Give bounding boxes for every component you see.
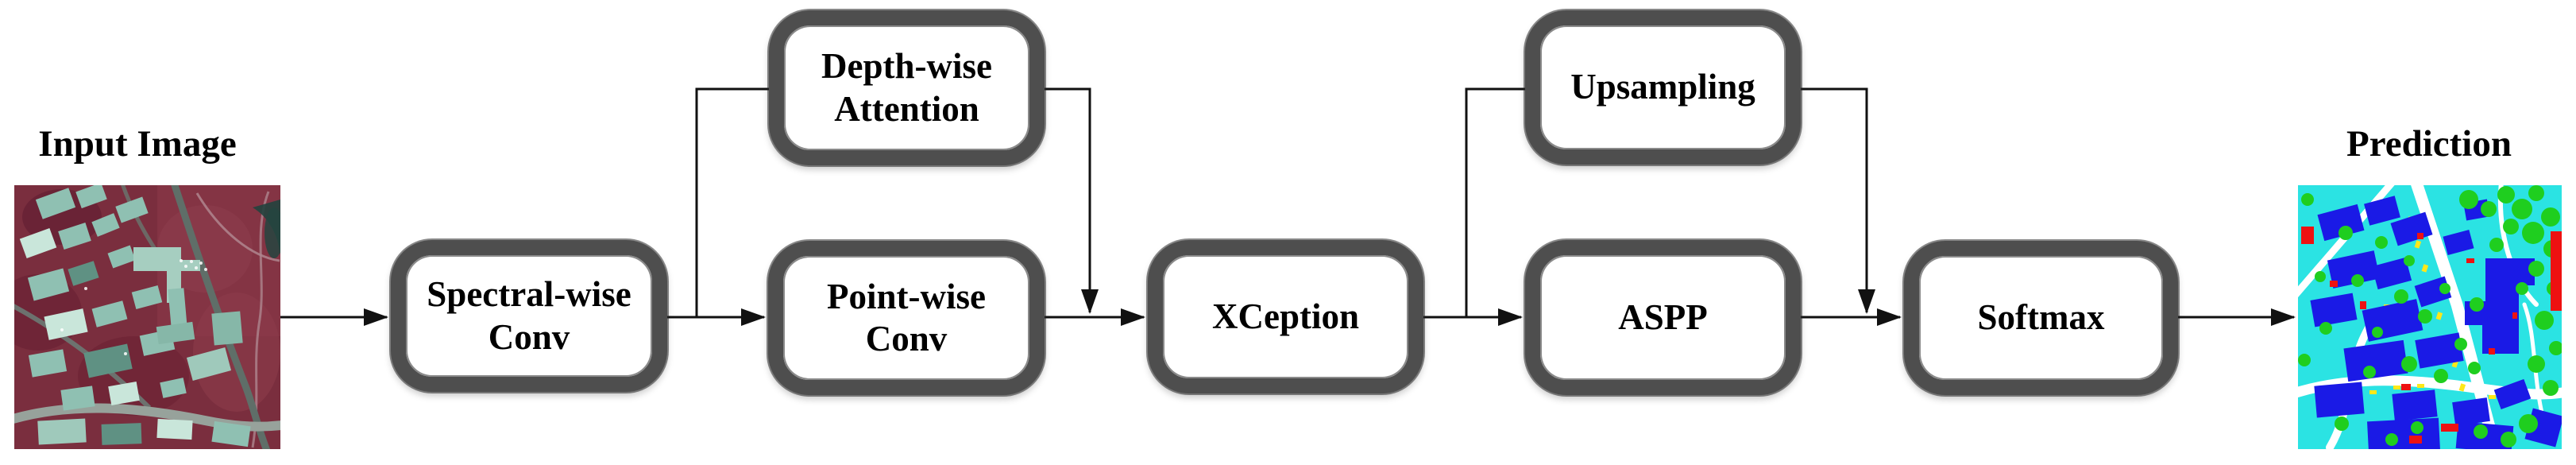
node-label: Depth-wise (821, 46, 992, 87)
node-label: Conv (488, 316, 570, 357)
input-image-label: Input Image (38, 123, 237, 165)
node-label: Point-wise (827, 276, 986, 316)
branch-spectral-to-depthwise (695, 87, 770, 317)
segmentation-map-art (2298, 185, 2562, 449)
node-softmax: Softmax (1904, 241, 2178, 395)
node-label: ASPP (1618, 296, 1708, 337)
arrow-depthwise-merge-down (1045, 87, 1099, 314)
node-point-wise-conv: Point-wise Conv (768, 241, 1045, 395)
node-label: Attention (834, 88, 979, 129)
node-upsampling: Upsampling (1525, 10, 1801, 165)
aerial-image-art (14, 185, 280, 449)
node-label: Spectral-wise (427, 274, 631, 315)
node-xception: XCeption (1148, 240, 1423, 393)
node-label: XCeption (1211, 296, 1359, 336)
prediction-label: Prediction (2346, 123, 2512, 165)
arrow-upsampling-merge-down (1801, 87, 1875, 314)
node-label: Conv (865, 319, 948, 358)
input-image-thumbnail (14, 185, 280, 449)
node-label: Upsampling (1570, 67, 1755, 107)
node-depth-wise-attention: Depth-wise Attention (769, 10, 1045, 165)
prediction-image-thumbnail (2298, 185, 2562, 449)
branch-xception-to-upsampling (1465, 87, 1527, 317)
node-spectral-wise-conv: Spectral-wise Conv (391, 240, 667, 392)
node-aspp: ASPP (1525, 240, 1801, 395)
node-label: Softmax (1977, 297, 2105, 338)
